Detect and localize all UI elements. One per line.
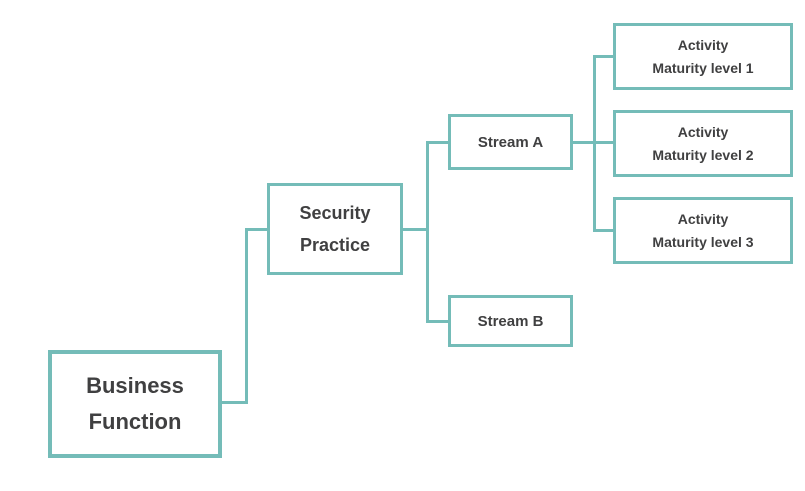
node-label: Stream A xyxy=(477,133,544,151)
node-label: Maturity level 2 xyxy=(652,146,754,163)
node-activity-maturity-level-1: Activity Maturity level 1 xyxy=(613,23,793,90)
connector-business-function-elbow-v xyxy=(245,228,248,404)
node-business-function: Business Function xyxy=(48,350,222,458)
node-label: Function xyxy=(88,409,182,434)
node-label: Activity xyxy=(677,36,729,53)
node-label: Activity xyxy=(677,123,729,140)
connector-activity-1-in xyxy=(593,55,613,58)
node-activity-maturity-level-2: Activity Maturity level 2 xyxy=(613,110,793,177)
connector-stream-a-out xyxy=(573,141,595,144)
node-label: Maturity level 3 xyxy=(652,233,754,250)
node-stream-b: Stream B xyxy=(448,295,573,347)
node-label: Maturity level 1 xyxy=(652,59,754,76)
connector-business-function-elbow-h1 xyxy=(222,401,248,404)
node-label: Activity xyxy=(677,210,729,227)
node-label: Business xyxy=(86,373,184,398)
connector-streams-trunk xyxy=(426,141,429,323)
node-security-practice: Security Practice xyxy=(267,183,403,275)
connector-activity-3-in xyxy=(593,229,613,232)
connector-security-practice-out xyxy=(403,228,429,231)
connector-stream-b-in xyxy=(426,320,448,323)
node-stream-a: Stream A xyxy=(448,114,573,170)
node-label: Practice xyxy=(299,235,371,255)
node-activity-maturity-level-3: Activity Maturity level 3 xyxy=(613,197,793,264)
node-label: Security xyxy=(299,203,371,223)
connector-stream-a-in xyxy=(426,141,448,144)
connector-business-function-elbow-h2 xyxy=(245,228,267,231)
connector-activity-2-in xyxy=(593,141,613,144)
node-label: Stream B xyxy=(477,312,544,330)
